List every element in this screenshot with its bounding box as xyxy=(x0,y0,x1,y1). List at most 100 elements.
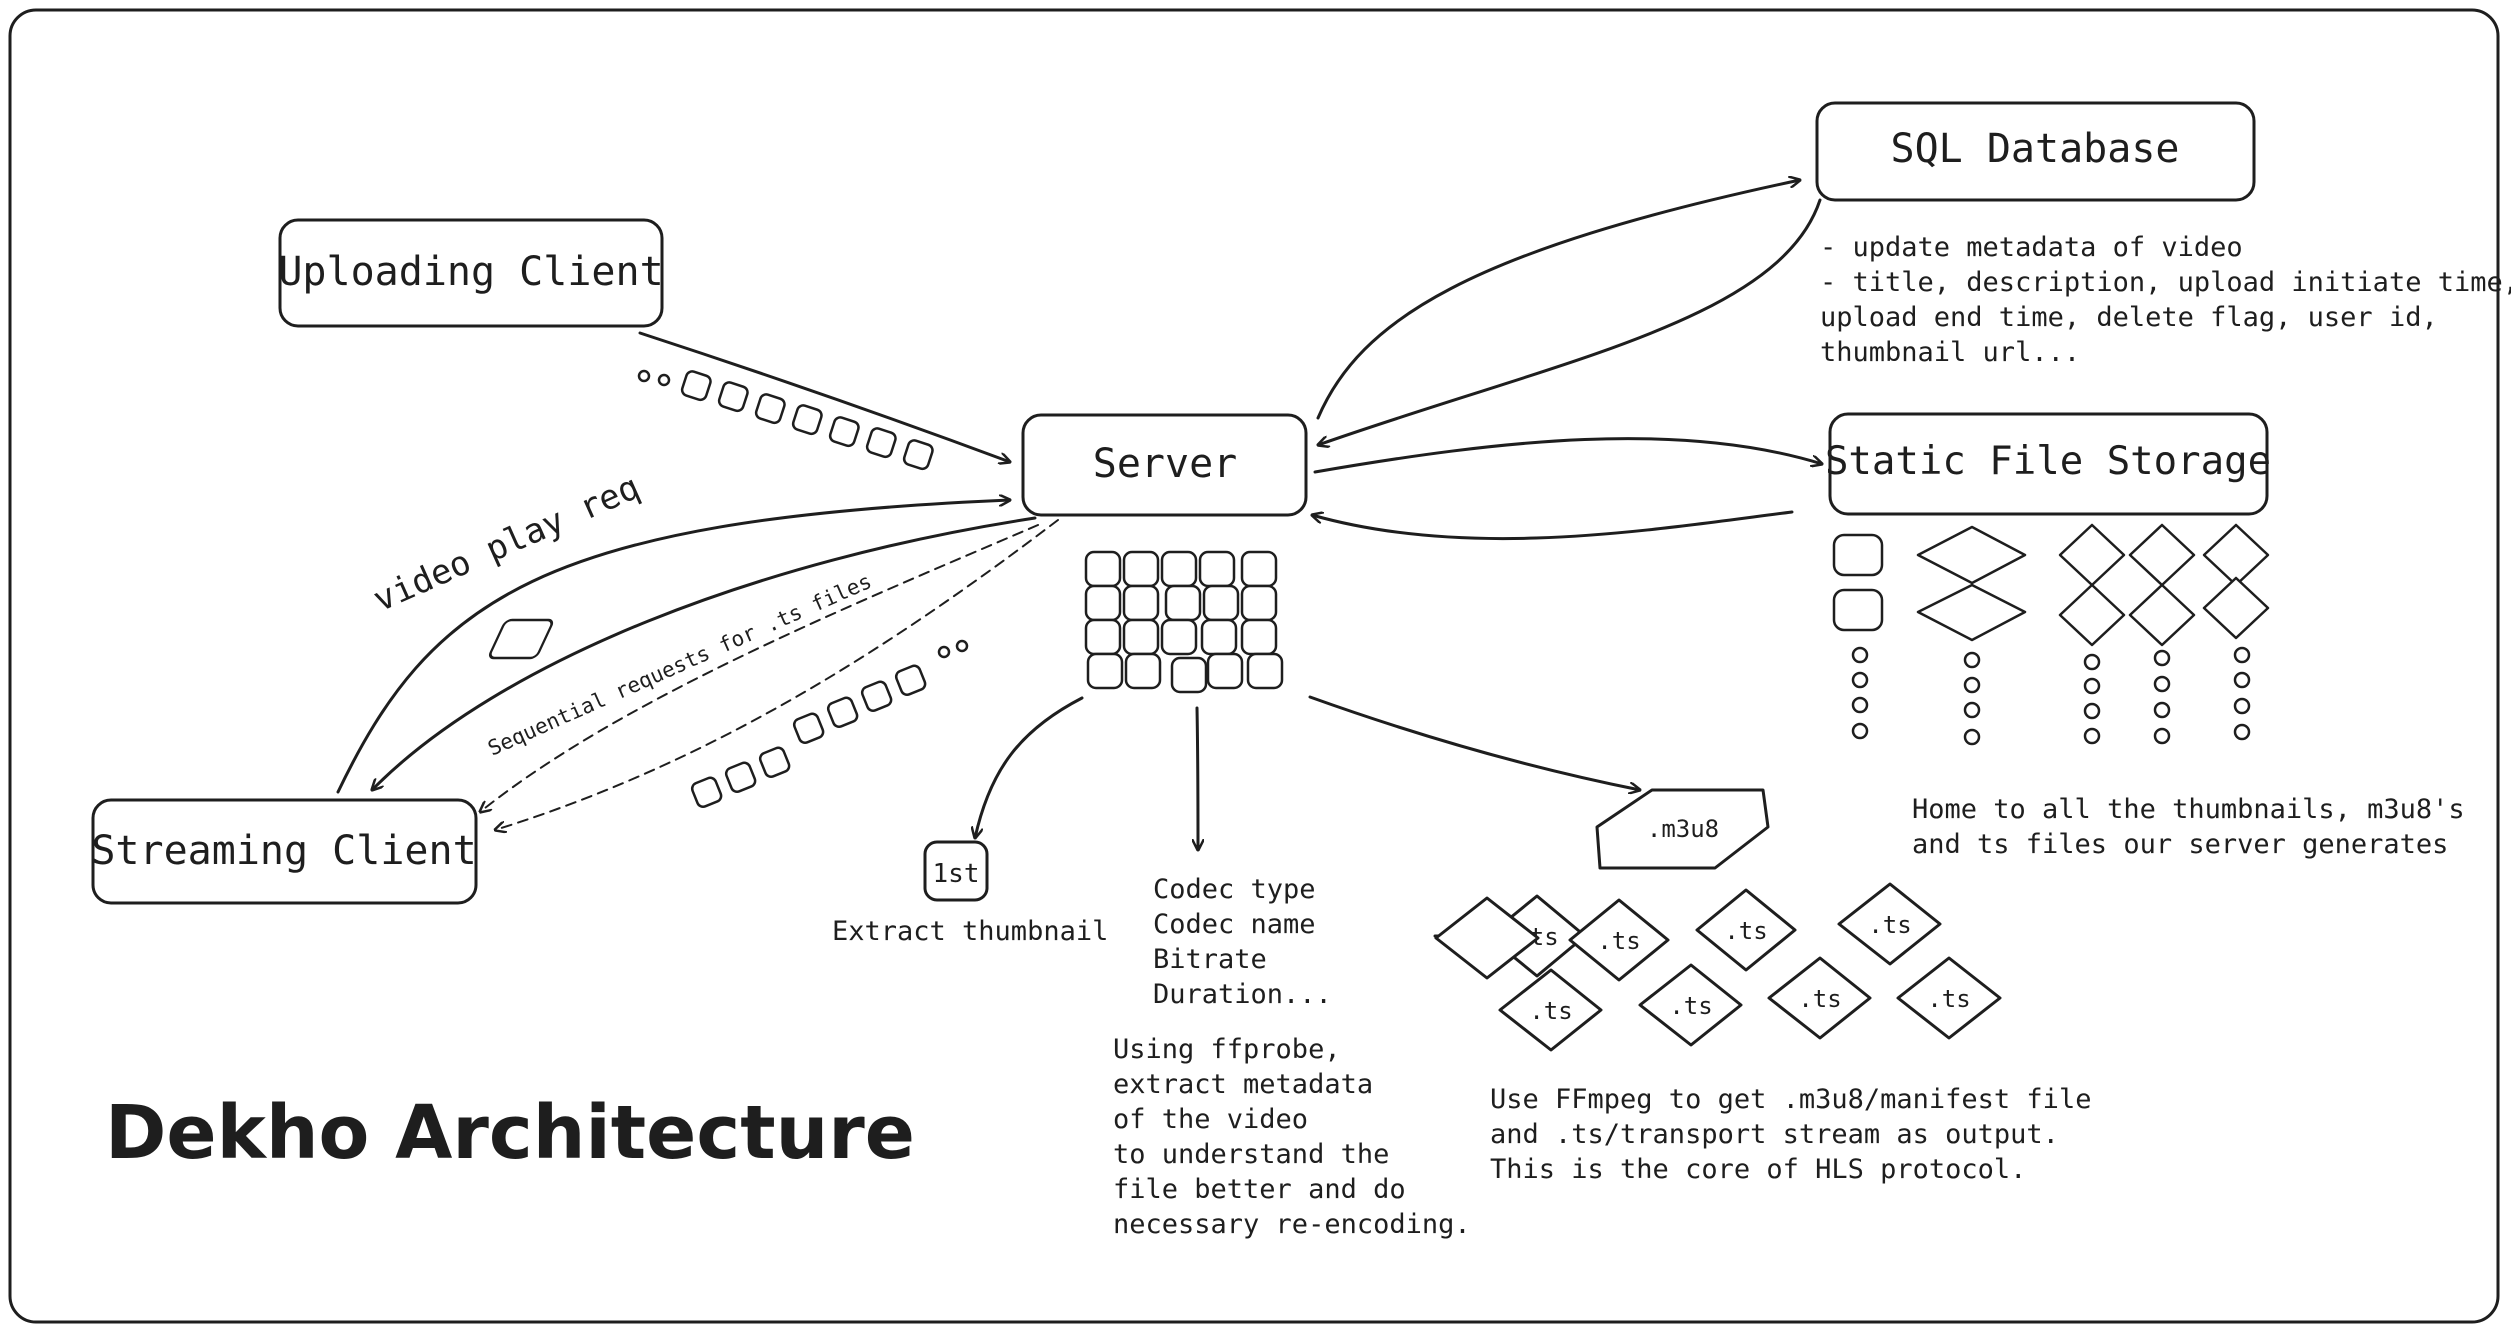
thumbnail-file-icon xyxy=(1832,533,1884,577)
outer-frame xyxy=(8,8,2500,1324)
ts-label: .ts xyxy=(1724,917,1767,945)
codec-note-line: Bitrate xyxy=(1153,944,1267,975)
thumbnail-arrow xyxy=(975,696,1084,838)
ffmpeg-note-line: Use FFmpeg to get .m3u8/manifest file xyxy=(1490,1084,2091,1115)
more-dot xyxy=(1963,651,1981,669)
stream-chunk xyxy=(690,776,723,808)
ffprobe-note-line: of the video xyxy=(1113,1104,1308,1135)
streaming-chunks xyxy=(690,639,969,808)
static-file-storage-node: Static File Storage xyxy=(1825,412,2271,516)
stream-chunk xyxy=(860,680,893,712)
storage-ts-columns xyxy=(2058,523,2270,745)
ts-segment: .ts xyxy=(1767,956,1872,1040)
stream-chunk xyxy=(826,696,859,728)
streaming-client-label: Streaming Client xyxy=(91,828,476,874)
ffprobe-notes: Using ffprobe, extract metadata of the v… xyxy=(1113,1034,1471,1240)
upload-chunk xyxy=(828,416,860,448)
more-dot xyxy=(2233,671,2251,689)
server-node: Server xyxy=(1021,413,1308,517)
codec-notes: Codec type Codec name Bitrate Duration..… xyxy=(1153,874,1332,1010)
grid-cell xyxy=(1200,618,1238,656)
upload-chunk xyxy=(902,439,934,471)
grid-cell xyxy=(1202,584,1240,622)
storage-note-line: and ts files our server generates xyxy=(1912,829,2448,860)
grid-cell xyxy=(1122,584,1160,622)
grid-cell xyxy=(1240,550,1278,588)
ts-segment: .ts xyxy=(1568,898,1670,982)
server-label: Server xyxy=(1093,441,1238,487)
grid-cell xyxy=(1124,652,1162,690)
ts-stream-dashed-arrow xyxy=(495,519,1059,830)
sql-to-server-arrow xyxy=(1318,198,1822,445)
grid-cell xyxy=(1084,550,1122,588)
server-to-storage-arrow xyxy=(1313,437,1822,474)
ts-segments: .ts .ts .ts .ts .ts .ts .ts xyxy=(1433,882,2002,1052)
ffprobe-note-line: Using ffprobe, xyxy=(1113,1034,1341,1065)
codec-note-line: Codec name xyxy=(1153,909,1316,940)
sql-notes: - update metadata of video - title, desc… xyxy=(1820,232,2511,368)
grid-cell xyxy=(1206,652,1244,690)
metadata-arrow xyxy=(1197,706,1198,852)
ts-file-icon xyxy=(2058,523,2126,587)
ts-label: .ts xyxy=(1927,985,1970,1013)
more-dot xyxy=(2153,727,2171,745)
video-play-req-label: video play req xyxy=(367,467,645,620)
storage-notes: Home to all the thumbnails, m3u8's and t… xyxy=(1912,794,2481,860)
m3u8-manifest-icon: .m3u8 xyxy=(1595,788,1770,870)
stream-chunk xyxy=(792,712,825,744)
grid-cell xyxy=(1164,584,1202,622)
ts-label: .ts xyxy=(1529,997,1572,1025)
ts-label: .ts xyxy=(1868,911,1911,939)
sql-note-line: - title, description, upload initiate ti… xyxy=(1820,267,2511,298)
more-dot xyxy=(2233,646,2251,664)
more-dot xyxy=(2233,697,2251,715)
more-dot xyxy=(2083,727,2101,745)
stream-dot xyxy=(955,639,969,653)
grid-cell xyxy=(1246,652,1284,690)
grid-cell xyxy=(1170,656,1208,694)
grid-cell xyxy=(1198,550,1236,588)
upload-chunk xyxy=(717,381,749,413)
grid-cell xyxy=(1084,618,1122,656)
first-frame-icon: 1st xyxy=(923,840,989,902)
sql-database-node: SQL Database xyxy=(1815,101,2256,202)
grid-cell xyxy=(1240,618,1278,656)
sql-note-line: - update metadata of video xyxy=(1820,232,2243,263)
uploading-client-label: Uploading Client xyxy=(278,249,663,295)
more-dot xyxy=(1963,676,1981,694)
more-dot xyxy=(2083,653,2101,671)
grid-cell xyxy=(1160,550,1198,588)
extract-thumbnail-label: Extract thumbnail xyxy=(832,916,1108,947)
grid-cell xyxy=(1160,618,1198,656)
sql-note-line: thumbnail url... xyxy=(1820,337,2080,368)
uploading-client-node: Uploading Client xyxy=(278,218,664,328)
storage-m3u8-column xyxy=(1916,525,2027,746)
ts-file-icon xyxy=(2128,583,2196,647)
ts-file-icon xyxy=(2058,583,2126,647)
ts-segment: .ts xyxy=(1896,956,2002,1040)
processing-grid xyxy=(1084,550,1284,694)
storage-note-line: Home to all the thumbnails, m3u8's xyxy=(1912,794,2465,825)
more-dot xyxy=(1851,671,1869,689)
stream-chunk xyxy=(724,761,757,793)
ts-file-icon xyxy=(2202,523,2270,587)
upload-chunk xyxy=(791,404,823,436)
first-frame-label: 1st xyxy=(933,859,980,889)
m3u8-arrow xyxy=(1308,695,1640,790)
ffmpeg-note-line: and .ts/transport stream as output. xyxy=(1490,1119,2059,1150)
ts-label: .ts xyxy=(1597,927,1640,955)
grid-cell xyxy=(1240,584,1278,622)
sql-note-line: upload end time, delete flag, user id, xyxy=(1820,302,2438,333)
ts-label: .ts xyxy=(1669,992,1712,1020)
upload-to-server-arrow xyxy=(638,331,1010,462)
m3u8-file-icon xyxy=(1916,525,2027,585)
upload-chunk-row xyxy=(680,370,934,471)
upload-dot xyxy=(657,373,671,387)
ffmpeg-note-line: This is the core of HLS protocol. xyxy=(1490,1154,2026,1185)
ts-file-icon xyxy=(2202,576,2270,640)
diagram-title: Dekho Architecture xyxy=(105,1090,915,1176)
server-to-sql-arrow xyxy=(1316,180,1800,420)
thumbnail-file-icon xyxy=(1832,588,1884,632)
